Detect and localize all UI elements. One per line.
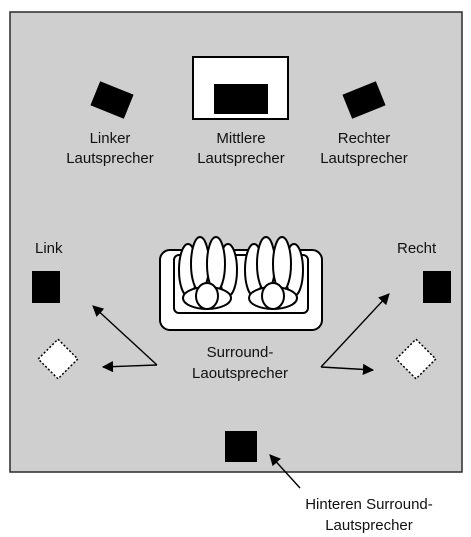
left-side-label: Link xyxy=(35,240,63,257)
arrow-to-left-surround xyxy=(92,305,158,366)
arrow-to-right-optional xyxy=(320,363,375,376)
left-optional-speaker-icon xyxy=(37,338,79,380)
arrow-to-rear-surround xyxy=(269,454,301,489)
arrow-to-right-surround xyxy=(320,293,390,368)
left-front-label-line1: Linker xyxy=(90,130,131,147)
rear-surround-label-line2: Lautsprecher xyxy=(325,517,413,534)
rear-surround-label-line1: Hinteren Surround- xyxy=(305,496,433,513)
center-label-line1: Mittlere xyxy=(216,130,265,147)
surround-label-line2: Laoutsprecher xyxy=(192,365,288,382)
center-label-line2: Lautsprecher xyxy=(197,150,285,167)
center-speaker-icon xyxy=(214,84,268,114)
surround-arrows xyxy=(92,293,390,489)
right-surround-speaker-icon xyxy=(423,271,451,303)
left-surround-speaker-icon xyxy=(32,271,60,303)
front-left-speaker-icon xyxy=(90,81,134,119)
sofa-with-listeners-icon xyxy=(159,236,323,331)
front-right-speaker-icon xyxy=(342,81,386,119)
rear-surround-speaker-icon xyxy=(225,431,257,462)
arrow-to-left-optional xyxy=(101,361,158,373)
surround-label-line1: Surround- xyxy=(207,344,274,361)
right-optional-speaker-icon xyxy=(395,338,437,380)
right-side-label: Recht xyxy=(397,240,437,257)
left-front-label-line2: Lautsprecher xyxy=(66,150,154,167)
right-front-label-line2: Lautsprecher xyxy=(320,150,408,167)
right-front-label-line1: Rechter xyxy=(338,130,391,147)
